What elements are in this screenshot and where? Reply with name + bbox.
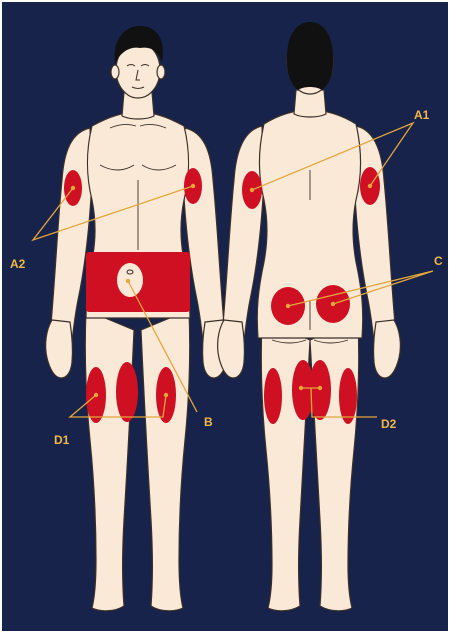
label-d2: D2	[381, 417, 397, 431]
label-d1: D1	[54, 433, 70, 447]
label-c: C	[434, 254, 443, 268]
zone-d2-left-outer-thigh	[264, 368, 282, 424]
label-a1: A1	[414, 108, 430, 122]
label-b: B	[204, 415, 213, 429]
zone-d1-center-thigh	[116, 362, 138, 422]
navel-exclusion-area	[117, 263, 143, 297]
label-a2: A2	[10, 257, 26, 271]
front-left-ear	[111, 65, 119, 79]
back-hair	[287, 22, 333, 90]
front-right-ear	[157, 65, 165, 79]
zone-d2-right-outer-thigh	[339, 368, 357, 424]
